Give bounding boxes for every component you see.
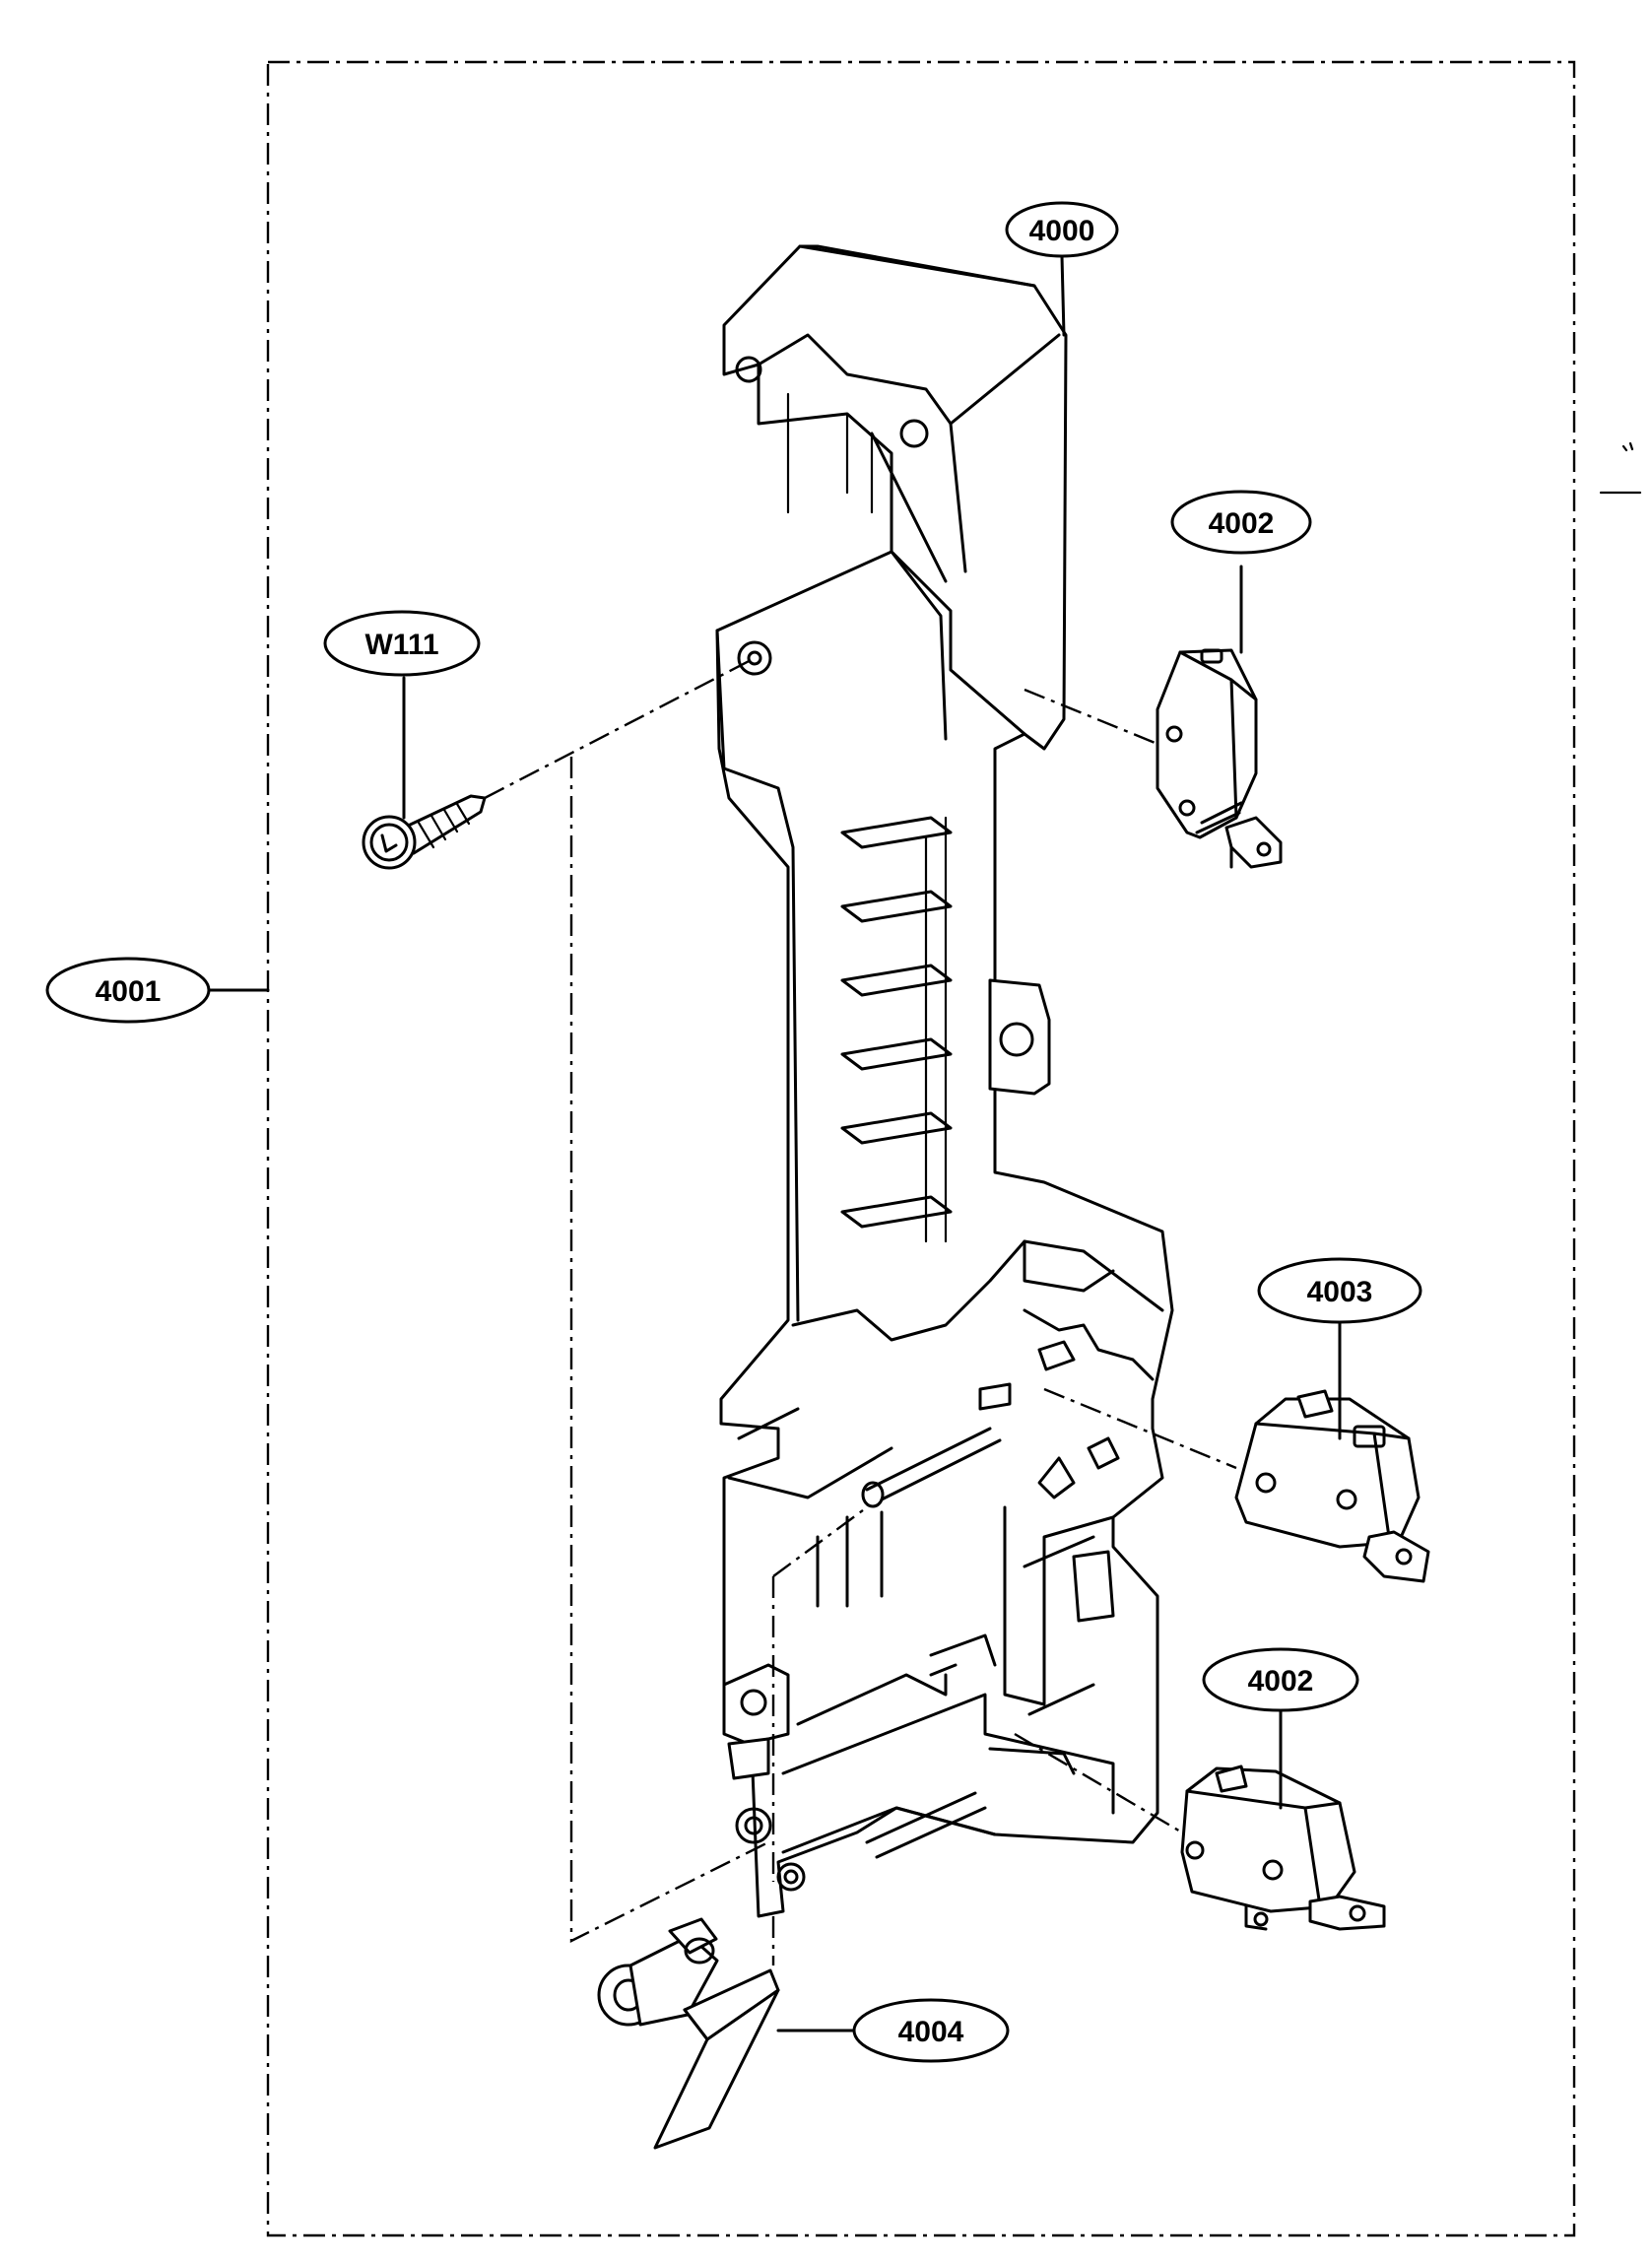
callout-4002-bottom: 4002 <box>1202 1647 1359 1712</box>
callout-w111-label: W111 <box>364 629 438 661</box>
callout-4004: 4004 <box>852 1998 1010 2063</box>
micro-switch-middle <box>1234 1389 1430 1583</box>
assembly-guide-lines <box>484 656 1237 1965</box>
assembly-boundary-box <box>266 60 1576 2237</box>
callout-4001: 4001 <box>45 957 211 1024</box>
callout-4002-top: 4002 <box>1170 490 1312 555</box>
stray-mark-small <box>1621 441 1634 452</box>
door-latch-frame <box>715 244 1174 1918</box>
callout-4000-label: 4000 <box>1029 215 1095 247</box>
callout-4003-label: 4003 <box>1307 1276 1373 1308</box>
callout-4001-label: 4001 <box>96 975 162 1008</box>
callout-4003: 4003 <box>1257 1257 1422 1324</box>
callout-4004-label: 4004 <box>898 2016 964 2048</box>
callout-4002-top-label: 4002 <box>1209 507 1275 540</box>
callout-4002-bottom-label: 4002 <box>1248 1665 1314 1698</box>
micro-switch-bottom <box>1180 1765 1386 1931</box>
callout-w111: W111 <box>323 610 481 677</box>
micro-switch-top <box>1156 648 1283 869</box>
latch-lever <box>597 1917 780 2150</box>
screw-w111 <box>362 794 487 870</box>
frame-slat-group <box>840 816 953 1243</box>
leader-lines <box>207 254 1342 2032</box>
callout-4000: 4000 <box>1005 201 1119 258</box>
